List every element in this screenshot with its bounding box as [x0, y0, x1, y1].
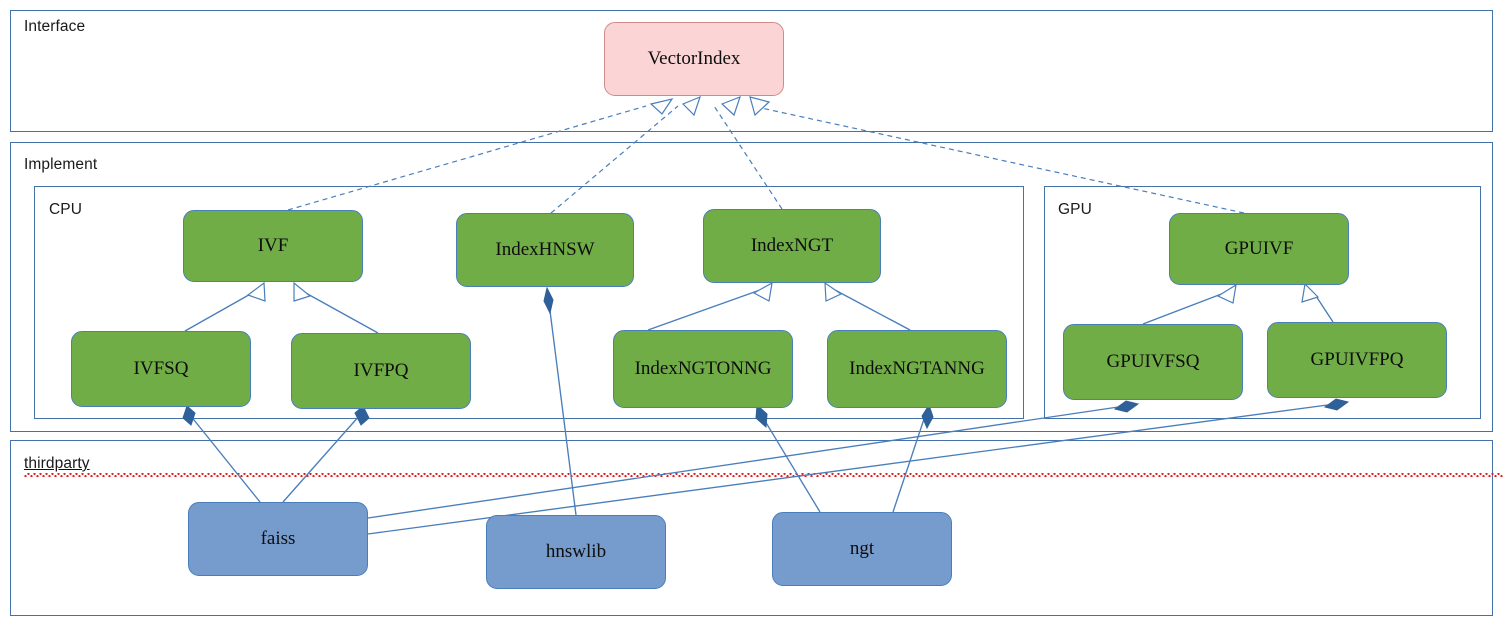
node-ivf[interactable]: IVF [183, 210, 363, 282]
node-indexngt[interactable]: IndexNGT [703, 209, 881, 283]
node-gpuivfsq[interactable]: GPUIVFSQ [1063, 324, 1243, 400]
node-gpuivfpq[interactable]: GPUIVFPQ [1267, 322, 1447, 398]
frame-label-interface: Interface [24, 18, 86, 35]
node-ivfsq[interactable]: IVFSQ [71, 331, 251, 407]
frame-label-thirdparty: thirdparty [24, 455, 1503, 477]
node-indexngtanng[interactable]: IndexNGTANNG [827, 330, 1007, 408]
node-indexngtonng[interactable]: IndexNGTONNG [613, 330, 793, 408]
node-hnswlib[interactable]: hnswlib [486, 515, 666, 589]
node-ngt[interactable]: ngt [772, 512, 952, 586]
node-faiss[interactable]: faiss [188, 502, 368, 576]
node-ivfpq[interactable]: IVFPQ [291, 333, 471, 409]
frame-label-cpu: CPU [49, 201, 83, 218]
frame-label-gpu: GPU [1058, 201, 1092, 218]
node-indexhnsw[interactable]: IndexHNSW [456, 213, 634, 287]
frame-label-implement: Implement [24, 156, 98, 173]
node-gpuivf[interactable]: GPUIVF [1169, 213, 1349, 285]
node-vectorindex[interactable]: VectorIndex [604, 22, 784, 96]
